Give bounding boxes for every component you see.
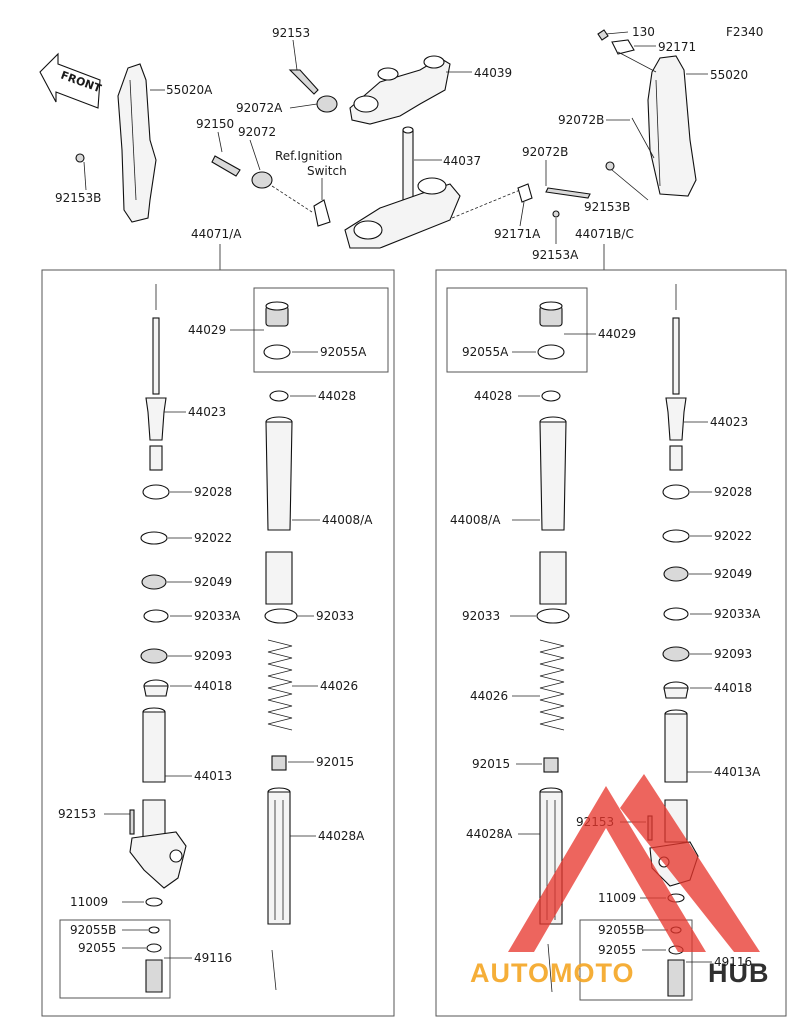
watermark-text-1: AUTOMOTO — [470, 958, 635, 988]
fork-cover-left — [75, 63, 157, 223]
label-right-92033: 92033 — [462, 609, 500, 623]
label-left-92055B: 92055B — [70, 923, 116, 937]
label-left-92022: 92022 — [194, 531, 232, 545]
label-right-92055A: 92055A — [462, 345, 509, 359]
label-44039: 44039 — [474, 66, 512, 80]
damper-rod-right — [665, 284, 687, 471]
cap-bolt-left — [265, 301, 289, 327]
label-92072A: 92072A — [236, 101, 283, 115]
label-left-44028A: 44028A — [318, 829, 365, 843]
watermark-text-2: HUB — [708, 958, 770, 988]
label-92171: 92171 — [658, 40, 696, 54]
label-right-44028: 44028 — [474, 389, 512, 403]
label-left-44026: 44026 — [320, 679, 358, 693]
label-left-11009: 11009 — [70, 895, 108, 909]
label-right-44018: 44018 — [714, 681, 752, 695]
damper-rod-left — [145, 284, 167, 471]
label-left-92028: 92028 — [194, 485, 232, 499]
label-right-11009: 11009 — [598, 891, 636, 905]
front-arrow-icon: FRONT — [39, 52, 103, 109]
label-left-44018: 44018 — [194, 679, 232, 693]
label-right-92028: 92028 — [714, 485, 752, 499]
label-left-92055A: 92055A — [320, 345, 367, 359]
label-92153B-right: 92153B — [584, 200, 630, 214]
outer-tube-right — [664, 709, 688, 843]
label-right-44008A: 44008/A — [450, 513, 501, 527]
ignition-note-2: Switch — [307, 164, 347, 178]
watermark-logo: AUTOMOTO HUB — [470, 774, 770, 988]
label-92153B-left: 92153B — [55, 191, 101, 205]
upper-bracket — [349, 55, 451, 125]
ignition-note-1: Ref.Ignition — [275, 149, 342, 163]
label-92072B-b: 92072B — [522, 145, 568, 159]
assembly-right-label: 44071B/C — [575, 227, 634, 241]
label-left-92049: 92049 — [194, 575, 232, 589]
label-92150: 92150 — [196, 117, 234, 131]
label-left-92033A: 92033A — [194, 609, 241, 623]
label-right-92033A: 92033A — [714, 607, 761, 621]
label-left-92033: 92033 — [316, 609, 354, 623]
assembly-left-label: 44071/A — [191, 227, 242, 241]
fork-cover-right — [605, 55, 697, 197]
label-right-92022: 92022 — [714, 529, 752, 543]
label-right-44013A: 44013A — [714, 765, 761, 779]
cap-bolt-right — [539, 301, 563, 327]
inner-tube-left — [265, 416, 293, 605]
label-left-92093: 92093 — [194, 649, 232, 663]
label-92171A: 92171A — [494, 227, 541, 241]
diagram-code: F2340 — [726, 25, 763, 39]
label-right-49116: 49116 — [714, 955, 752, 969]
label-right-92093: 92093 — [714, 647, 752, 661]
label-right-44026: 44026 — [470, 689, 508, 703]
label-92072B-a: 92072B — [558, 113, 604, 127]
left-assembly-box — [41, 269, 395, 1017]
label-left-92055: 92055 — [78, 941, 116, 955]
right-assembly-box — [435, 269, 787, 1017]
label-92072: 92072 — [238, 125, 276, 139]
axle-bracket-left — [129, 831, 187, 889]
label-left-44008A: 44008/A — [322, 513, 373, 527]
label-left-92015: 92015 — [316, 755, 354, 769]
label-right-92049: 92049 — [714, 567, 752, 581]
label-left-44013: 44013 — [194, 769, 232, 783]
inner-tube-right — [539, 416, 567, 605]
steering-stem — [344, 126, 461, 249]
label-left-44029: 44029 — [188, 323, 226, 337]
label-130: 130 — [632, 25, 655, 39]
label-92153A: 92153A — [532, 248, 579, 262]
label-92153-top: 92153 — [272, 26, 310, 40]
cylinder-left — [267, 787, 291, 991]
spring-right — [539, 639, 565, 731]
label-55020A: 55020A — [166, 83, 213, 97]
label-left-44023: 44023 — [188, 405, 226, 419]
label-right-44028A: 44028A — [466, 827, 513, 841]
label-left-92153: 92153 — [58, 807, 96, 821]
label-right-44023: 44023 — [710, 415, 748, 429]
label-44037: 44037 — [443, 154, 481, 168]
label-left-44028: 44028 — [318, 389, 356, 403]
label-right-92055: 92055 — [598, 943, 636, 957]
label-right-92015: 92015 — [472, 757, 510, 771]
label-right-44029: 44029 — [598, 327, 636, 341]
spring-left — [267, 639, 293, 731]
label-right-92055B: 92055B — [598, 923, 644, 937]
label-55020: 55020 — [710, 68, 748, 82]
label-left-49116: 49116 — [194, 951, 232, 965]
outer-tube-left — [142, 707, 166, 841]
